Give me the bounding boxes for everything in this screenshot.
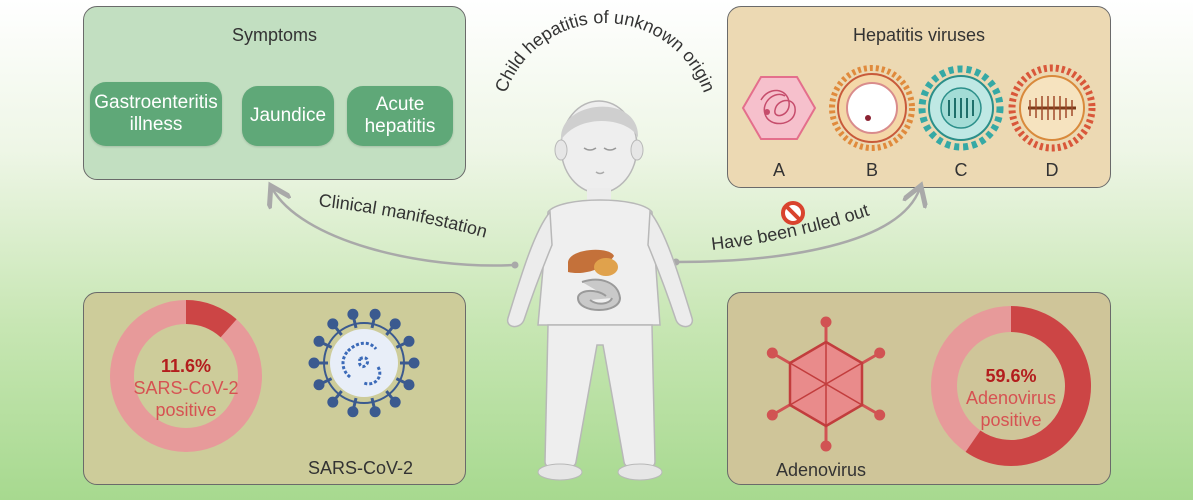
hepatitis-b-virus-icon	[829, 65, 915, 151]
hepatitis-d-virus-icon	[1008, 64, 1096, 152]
adeno-line2: positive	[980, 410, 1042, 430]
hepatitis-viruses-title: Hepatitis viruses	[852, 25, 986, 45]
child-hepatitis-title: Child hepatitis of unknown origin	[491, 7, 719, 95]
stomach-icon	[594, 258, 618, 276]
hepatitis-viruses-panel: Hepatitis viruses A B C	[727, 6, 1111, 188]
adenovirus-panel: 59.6% Adenovirus positive Adenovirus	[727, 292, 1111, 485]
adeno-ring-chart	[931, 306, 1091, 466]
virus-label-a: A	[772, 160, 785, 180]
virus-label-b: B	[865, 160, 878, 180]
adeno-percent: 59.6%	[985, 366, 1037, 386]
clinical-manifestation-label: Clinical manifestation	[318, 190, 490, 241]
virus-label-d: D	[1045, 160, 1059, 180]
child-figure-icon	[506, 100, 694, 481]
liver-icon	[568, 249, 614, 274]
sars-virus-name: SARS-CoV-2	[308, 458, 414, 478]
ruled-out-arrow	[675, 188, 920, 264]
hepatitis-virus-illustrations	[741, 64, 1096, 152]
clinical-manifestation-arrow	[272, 188, 516, 267]
sars-ring-label: 11.6% SARS-CoV-2 positive	[116, 355, 256, 421]
intestines-icon	[576, 278, 622, 311]
adeno-line1: Adenovirus	[965, 388, 1057, 408]
sars-ring-positive-arc	[185, 300, 237, 338]
hepatitis-c-virus-icon	[918, 65, 1004, 151]
left-arrow-origin	[511, 261, 519, 269]
hepatitis-a-virus-icon	[741, 76, 817, 140]
adenovirus-name: Adenovirus	[776, 460, 867, 480]
sars-line1: SARS-CoV-2	[133, 378, 239, 398]
symptom-jaundice: Jaundice	[242, 86, 334, 146]
adeno-ring-positive-arc	[965, 306, 1091, 466]
sars-percent: 11.6%	[160, 356, 212, 376]
coronavirus-icon	[308, 308, 420, 418]
symptom-acute-hepatitis: Acute hepatitis	[347, 86, 453, 146]
sars-line2: positive	[155, 400, 217, 420]
virus-label-c: C	[954, 160, 968, 180]
symptoms-title: Symptoms	[231, 25, 318, 45]
clinical-manifestation-text: Clinical manifestation	[318, 190, 490, 241]
sars-ring-chart	[110, 300, 262, 452]
sars-graphics	[110, 300, 420, 452]
adeno-ring-label: 59.6% Adenovirus positive	[936, 365, 1086, 431]
adenovirus-icon	[766, 316, 886, 452]
symptoms-panel: Symptoms Gastroenteritis illness Jaundic…	[83, 6, 466, 180]
sars-cov-2-panel: 11.6% SARS-CoV-2 positive SARS-CoV-2	[83, 292, 466, 485]
symptom-gastroenteritis: Gastroenteritis illness	[90, 82, 222, 146]
prohibited-icon	[781, 201, 805, 225]
adeno-graphics	[766, 306, 1091, 466]
child-hepatitis-title-text: Child hepatitis of unknown origin	[491, 7, 719, 95]
